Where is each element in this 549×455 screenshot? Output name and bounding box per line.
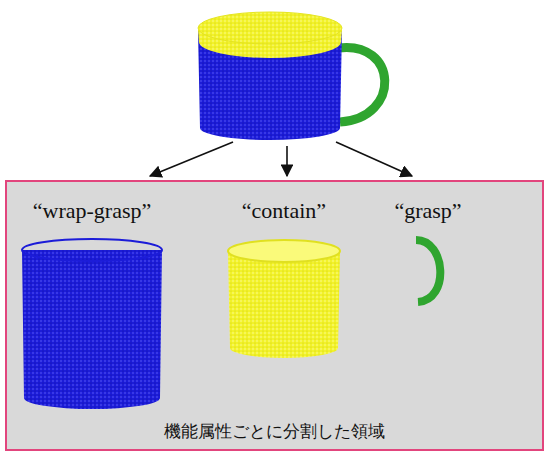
mug-handle <box>338 47 385 122</box>
grasp-region <box>416 240 440 302</box>
function-label: “contain” <box>242 198 326 224</box>
mug-body <box>198 30 342 140</box>
mug-opening <box>198 12 342 44</box>
wrap-grasp-region <box>22 239 162 409</box>
arrow <box>286 146 288 176</box>
arrow <box>150 142 233 176</box>
panel-caption: 機能属性ごとに分割した領域 <box>156 420 393 449</box>
function-label: “wrap-grasp” <box>33 198 152 224</box>
function-label: “grasp” <box>394 198 461 224</box>
mug-point-cloud <box>198 12 385 140</box>
arrow <box>336 142 412 176</box>
contain-region <box>228 240 340 358</box>
